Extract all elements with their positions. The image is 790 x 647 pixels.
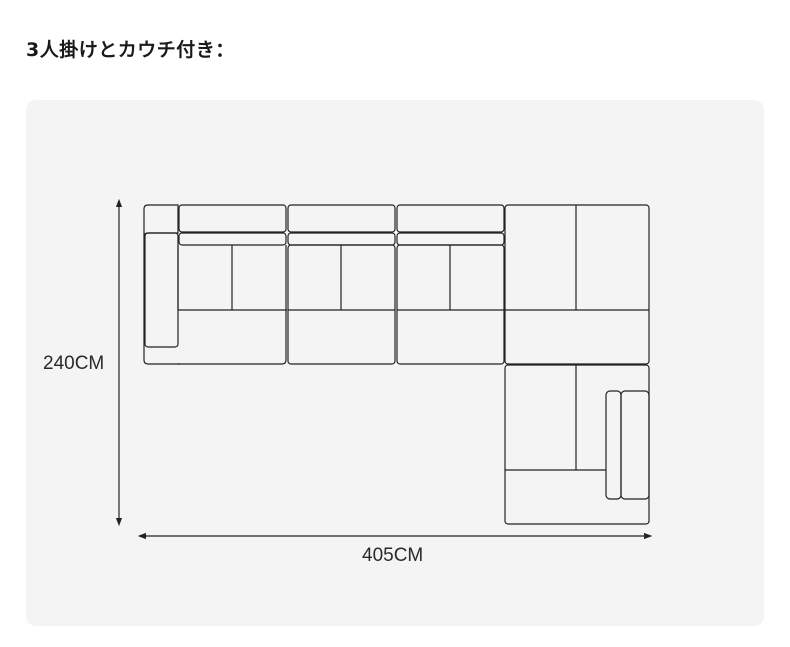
back-cushion-3 [396, 204, 505, 233]
back-roll-3 [396, 232, 505, 246]
left-armrest-cushion [144, 232, 179, 348]
back-cushion-1 [178, 204, 287, 233]
seat-module-2 [287, 204, 396, 365]
seat-module-1 [177, 204, 287, 365]
chaise-module [504, 364, 650, 525]
seat-module-3 [396, 204, 505, 365]
left-armrest [143, 204, 180, 365]
width-dimension-label: 405CM [362, 545, 424, 566]
back-roll-1 [178, 232, 287, 246]
back-roll-2 [287, 232, 396, 246]
height-dimension-label: 240CM [43, 353, 105, 374]
section-heading: 3人掛けとカウチ付き： [26, 39, 235, 61]
chaise-cushion-outer [620, 390, 650, 500]
chaise-cushion-inner [605, 390, 622, 500]
corner-module [504, 204, 650, 365]
back-cushion-2 [287, 204, 396, 233]
